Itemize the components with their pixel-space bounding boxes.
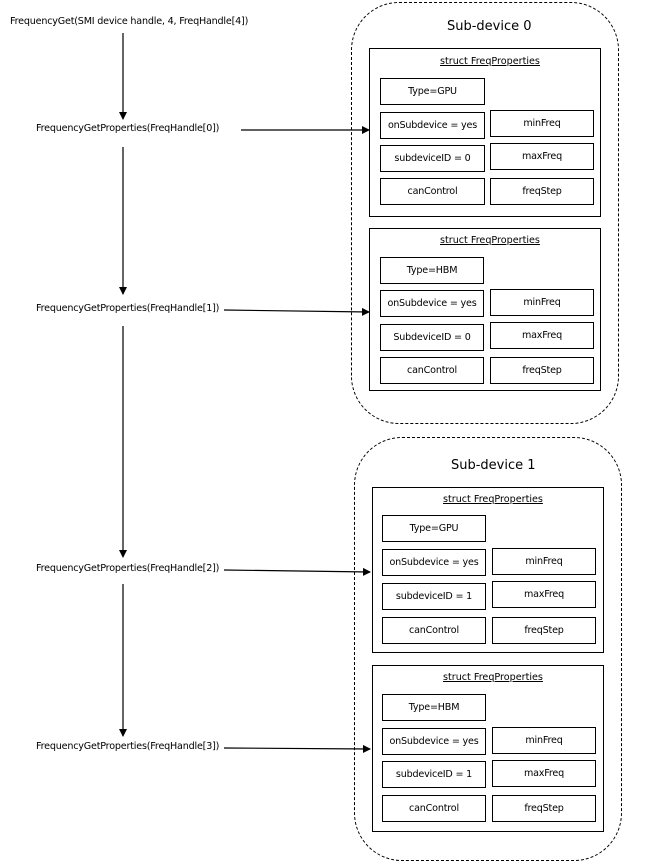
type-field: Type=GPU — [380, 78, 485, 105]
freq-properties-struct-2 — [372, 487, 604, 653]
get-properties-call-3: FrequencyGetProperties(FreqHandle[3]) — [36, 741, 220, 752]
type-field: Type=HBM — [382, 694, 486, 721]
frequency-get-call: FrequencyGet(SMI device handle, 4, FreqH… — [10, 16, 249, 27]
on-subdevice-field: onSubdevice = yes — [380, 112, 485, 139]
on-subdevice-field: onSubdevice = yes — [382, 549, 486, 576]
struct-title-3: struct FreqProperties — [443, 672, 543, 683]
freq-step-field: freqStep — [490, 357, 594, 384]
subdevice-id-field: subdeviceID = 1 — [382, 761, 486, 788]
can-control-field: canControl — [380, 178, 485, 205]
sub-device-0-title: Sub-device 0 — [447, 19, 532, 34]
max-freq-field: maxFreq — [492, 760, 596, 787]
can-control-field: canControl — [382, 617, 486, 644]
max-freq-field: maxFreq — [492, 581, 596, 608]
type-field: Type=GPU — [382, 515, 486, 542]
type-field: Type=HBM — [380, 257, 484, 284]
sub-device-1-container — [354, 437, 622, 861]
freq-properties-struct-1 — [369, 228, 601, 391]
get-properties-call-2: FrequencyGetProperties(FreqHandle[2]) — [36, 563, 220, 574]
subdevice-id-field: subdeviceID = 1 — [382, 583, 486, 610]
sub-device-1-title: Sub-device 1 — [451, 458, 536, 473]
subdevice-id-field: SubdeviceID = 0 — [380, 324, 484, 351]
sub-device-0-container — [351, 2, 619, 424]
struct-title-0: struct FreqProperties — [440, 56, 540, 67]
subdevice-id-field: subdeviceID = 0 — [380, 145, 485, 172]
freq-step-field: freqStep — [492, 617, 596, 644]
freq-properties-struct-3 — [372, 665, 604, 832]
get-properties-call-0: FrequencyGetProperties(FreqHandle[0]) — [36, 123, 220, 134]
on-subdevice-field: onSubdevice = yes — [382, 728, 486, 755]
max-freq-field: maxFreq — [490, 322, 594, 349]
min-freq-field: minFreq — [490, 110, 594, 137]
freq-properties-struct-0 — [369, 48, 601, 217]
freq-step-field: freqStep — [490, 178, 594, 205]
min-freq-field: minFreq — [492, 727, 596, 754]
can-control-field: canControl — [382, 795, 486, 822]
props-arrow-3 — [223, 744, 371, 753]
on-subdevice-field: onSubdevice = yes — [380, 290, 484, 317]
props-arrow-1 — [223, 307, 370, 316]
props-arrow-2 — [223, 567, 371, 576]
min-freq-field: minFreq — [490, 289, 594, 316]
max-freq-field: maxFreq — [490, 143, 594, 170]
struct-title-1: struct FreqProperties — [440, 235, 540, 246]
freq-step-field: freqStep — [492, 795, 596, 822]
struct-title-2: struct FreqProperties — [443, 494, 543, 505]
min-freq-field: minFreq — [492, 548, 596, 575]
can-control-field: canControl — [380, 357, 484, 384]
get-properties-call-1: FrequencyGetProperties(FreqHandle[1]) — [36, 303, 220, 314]
